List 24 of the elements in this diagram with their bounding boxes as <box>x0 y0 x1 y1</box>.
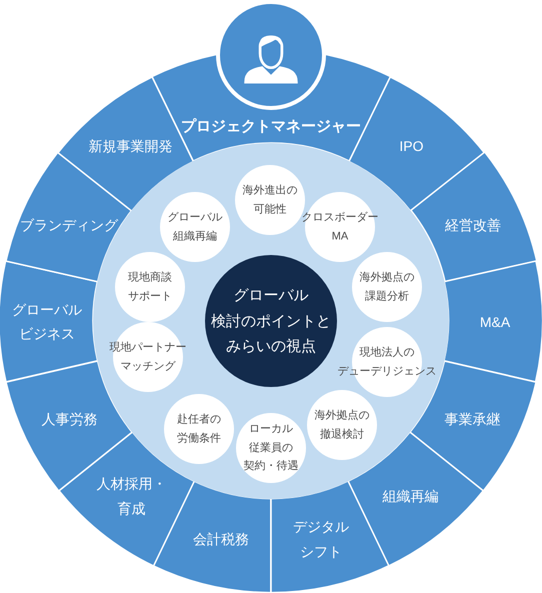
segment-label: 事業承継 <box>444 409 501 428</box>
circle-label: ローカル従業員の契約・待遇 <box>244 422 298 474</box>
segment-label: グローバルビジネス <box>12 300 82 344</box>
circle-label: 海外拠点の課題分析 <box>360 270 414 304</box>
segment-label: 組織再編 <box>382 487 438 506</box>
segment-label: プロジェクトマネージャー <box>180 116 361 137</box>
circle-label: グローバル検討のポイントとみらいの視点 <box>211 286 331 357</box>
circle-label: クロスボーダーMA <box>302 210 378 244</box>
segment-label: ブランディング <box>20 215 118 234</box>
circle-label: 赴任者の労働条件 <box>177 412 221 446</box>
segment-label: 新規事業開発 <box>88 137 173 156</box>
circle-label: 現地パートナーマッチング <box>110 340 186 374</box>
segment-label: 会計税務 <box>193 530 250 550</box>
segment-label: 経営改善 <box>445 215 502 234</box>
circle-label: 現地法人のデューデリジェンス <box>338 345 436 379</box>
segment-label: デジタルシフト <box>292 518 349 562</box>
segment-label: M&A <box>480 312 510 332</box>
circle-label: 現地商談サポート <box>128 270 172 304</box>
segment-label: IPO <box>399 137 424 156</box>
circle-label: 海外拠点の撤退検討 <box>314 408 370 442</box>
segment-label: 人材採用・育成 <box>96 474 167 518</box>
segment-label: 人事労務 <box>41 409 98 428</box>
circle-label: 海外進出の可能性 <box>242 183 298 217</box>
circle-label: グローバル組織再編 <box>168 210 222 244</box>
